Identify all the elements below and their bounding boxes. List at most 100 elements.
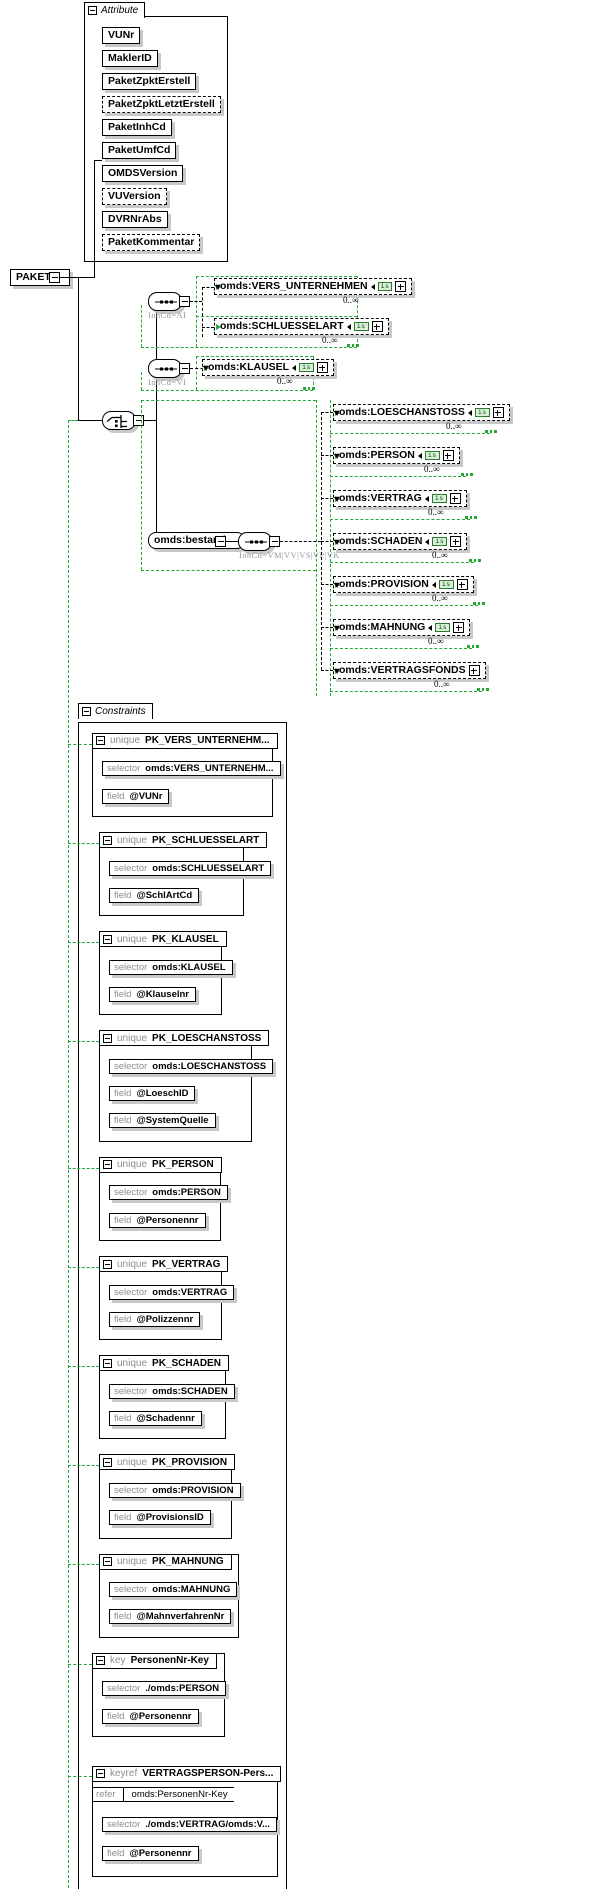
constraint-selector-row[interactable]: selector omds:KLAUSEL	[109, 959, 233, 975]
constraint-header-pk-provision[interactable]: unique PK_PROVISION	[99, 1454, 236, 1471]
constraint-header-pk-person[interactable]: unique PK_PERSON	[99, 1156, 222, 1173]
constraint-header-personennr-key[interactable]: key PersonenNr-Key	[92, 1652, 217, 1669]
constraint-field-row[interactable]: field @Personennr	[102, 1708, 199, 1724]
constraint-field-row[interactable]: field @ProvisionsID	[109, 1510, 211, 1526]
refer-label: refer	[96, 1789, 116, 1801]
constraint-header-pk-mahnung[interactable]: unique PK_MAHNUNG	[99, 1553, 232, 1570]
element-schaden[interactable]: omds:SCHADEN is	[333, 533, 468, 550]
constraints-group-tab[interactable]: Constraints	[78, 702, 153, 719]
element-label: omds:SCHLUESSELART	[220, 320, 344, 332]
constraint-selector-row[interactable]: selector omds:PROVISION	[109, 1482, 241, 1498]
plus-icon[interactable]	[316, 362, 328, 373]
constraint-field-row[interactable]: field @Schadennr	[109, 1410, 202, 1426]
sequence-vi-plug-icon[interactable]	[179, 363, 190, 374]
plus-icon[interactable]	[453, 622, 465, 633]
constraint-selector-row[interactable]: selector omds:PERSON	[109, 1185, 228, 1201]
attribute-item-omdsversion[interactable]: OMDSVersion	[102, 165, 184, 182]
constraint-kind: unique	[117, 1032, 148, 1044]
root-expand-plug-icon[interactable]	[49, 272, 60, 283]
minus-icon[interactable]	[96, 736, 105, 746]
choice-compositor-icon[interactable]	[102, 411, 136, 430]
plus-icon[interactable]	[371, 321, 383, 332]
branch-region-border	[196, 316, 357, 317]
constraint-header-pk-vertrag[interactable]: unique PK_VERTRAG	[99, 1256, 229, 1273]
minus-icon[interactable]	[103, 1160, 112, 1170]
constraint-field-row[interactable]: field @LoeschID	[109, 1086, 196, 1102]
minus-icon[interactable]	[103, 1259, 112, 1269]
constraint-selector-row[interactable]: selector omds:LOESCHANSTOSS	[109, 1058, 274, 1074]
plus-icon[interactable]	[442, 450, 454, 461]
minus-icon[interactable]	[103, 934, 112, 944]
minus-icon[interactable]	[103, 835, 112, 845]
minus-icon[interactable]	[103, 1457, 112, 1467]
minus-icon[interactable]	[82, 706, 91, 716]
element-schluesselart[interactable]: omds:SCHLUESSELART is	[214, 318, 389, 335]
constraint-header-vertragsperson-keyref[interactable]: keyref VERTRAGSPERSON-Pers...	[92, 1765, 282, 1782]
constraint-field-row[interactable]: field @Polizzennr	[109, 1311, 201, 1327]
constraint-refer-row[interactable]: refer omds:PersonenNr-Key	[92, 1787, 234, 1803]
constraint-field-row[interactable]: field @Klauselnr	[109, 986, 196, 1002]
element-person[interactable]: omds:PERSON is	[333, 447, 460, 464]
constraint-selector-row[interactable]: selector ./omds:PERSON	[102, 1681, 227, 1697]
plus-icon[interactable]	[449, 493, 461, 504]
green-arrow-icon	[204, 365, 209, 371]
plus-icon[interactable]	[450, 536, 462, 547]
element-provision[interactable]: omds:PROVISION is	[333, 576, 474, 593]
constraint-header-pk-loeschanstoss[interactable]: unique PK_LOESCHANSTOSS	[99, 1030, 270, 1047]
constraint-selector-row[interactable]: selector omds:SCHADEN	[109, 1383, 235, 1399]
attribute-item-paketkommentar[interactable]: PaketKommentar	[102, 234, 201, 251]
constraint-field-row[interactable]: field @SchlArtCd	[109, 887, 200, 903]
constraint-field-row[interactable]: field @Personennr	[102, 1845, 199, 1861]
attribute-item-paketinhcd[interactable]: PaketInhCd	[102, 119, 172, 136]
plus-icon[interactable]	[492, 407, 504, 418]
constraint-header-pk-klausel[interactable]: unique PK_KLAUSEL	[99, 931, 227, 948]
attribute-item-paketzpkterstell[interactable]: PaketZpktErstell	[102, 73, 197, 90]
plus-icon[interactable]	[468, 665, 480, 676]
element-label: omds:LOESCHANSTOSS	[339, 406, 465, 418]
connector	[321, 584, 333, 585]
choice-expand-plug-icon[interactable]	[133, 415, 144, 426]
constraint-selector-row[interactable]: selector ./omds:VERTRAG/omds:V...	[102, 1817, 278, 1833]
sequence-bestand-plug-icon[interactable]	[269, 536, 280, 547]
element-vertrag[interactable]: omds:VERTRAG is	[333, 490, 467, 507]
constraint-field-row[interactable]: field @SystemQuelle	[109, 1113, 216, 1129]
constraint-selector-row[interactable]: selector omds:SCHLUESSELART	[109, 860, 272, 876]
attribute-item-paketumfcd[interactable]: PaketUmfCd	[102, 142, 177, 159]
plus-icon[interactable]	[395, 281, 407, 292]
constraint-selector-row[interactable]: selector omds:MAHNUNG	[109, 1582, 238, 1598]
sequence-compositor-vi[interactable]	[148, 359, 182, 378]
attribute-item-maklerid[interactable]: MaklerID	[102, 50, 158, 67]
element-loeschanstoss[interactable]: omds:LOESCHANSTOSS is	[333, 404, 510, 421]
sequence-compositor-bestand[interactable]	[238, 532, 272, 551]
attribute-item-paketzpktletzterstell[interactable]: PaketZpktLetztErstell	[102, 96, 221, 113]
sequence-ai-plug-icon[interactable]	[179, 296, 190, 307]
attribute-item-dvrnrabs[interactable]: DVRNrAbs	[102, 211, 168, 228]
element-vertragsfonds[interactable]: omds:VERTRAGSFONDS	[333, 662, 486, 679]
element-vers-unternehmen[interactable]: omds:VERS_UNTERNEHMEN is	[214, 278, 413, 295]
element-klausel[interactable]: omds:KLAUSEL is	[202, 359, 334, 376]
element-label: omds:KLAUSEL	[208, 361, 290, 373]
sequence-compositor-ai[interactable]	[148, 292, 182, 311]
bestand-expand-plug-icon[interactable]	[215, 536, 226, 547]
constraint-header-pk-schaden[interactable]: unique PK_SCHADEN	[99, 1355, 229, 1372]
minus-icon[interactable]	[103, 1358, 112, 1368]
minus-icon[interactable]	[103, 1557, 112, 1567]
constraint-field-row[interactable]: field @VUNr	[102, 788, 170, 804]
constraint-selector-row[interactable]: selector omds:VERTRAG	[109, 1284, 235, 1300]
constraint-field-row[interactable]: field @Personennr	[109, 1212, 206, 1228]
attribute-group-tab[interactable]: Attribute	[84, 2, 146, 18]
constraint-field-row[interactable]: field @MahnverfahrenNr	[109, 1609, 232, 1625]
minus-icon[interactable]	[96, 1769, 105, 1779]
type-ref-arrow-icon	[417, 452, 422, 459]
constraint-header-pk-schluesselart[interactable]: unique PK_SCHLUESSELART	[99, 832, 268, 849]
attribute-item-vuversion[interactable]: VUVersion	[102, 188, 167, 205]
minus-icon[interactable]	[103, 1033, 112, 1043]
constraint-selector-row[interactable]: selector omds:VERS_UNTERNEHM...	[102, 761, 281, 777]
plus-icon[interactable]	[456, 579, 468, 590]
minus-icon[interactable]	[88, 6, 97, 15]
attribute-item-vunr[interactable]: VUNr	[102, 27, 141, 44]
minus-icon[interactable]	[96, 1656, 105, 1666]
constraint-header-pk-vers-unternehmen[interactable]: unique PK_VERS_UNTERNEHM...	[92, 732, 278, 749]
element-mahnung[interactable]: omds:MAHNUNG is	[333, 619, 471, 636]
